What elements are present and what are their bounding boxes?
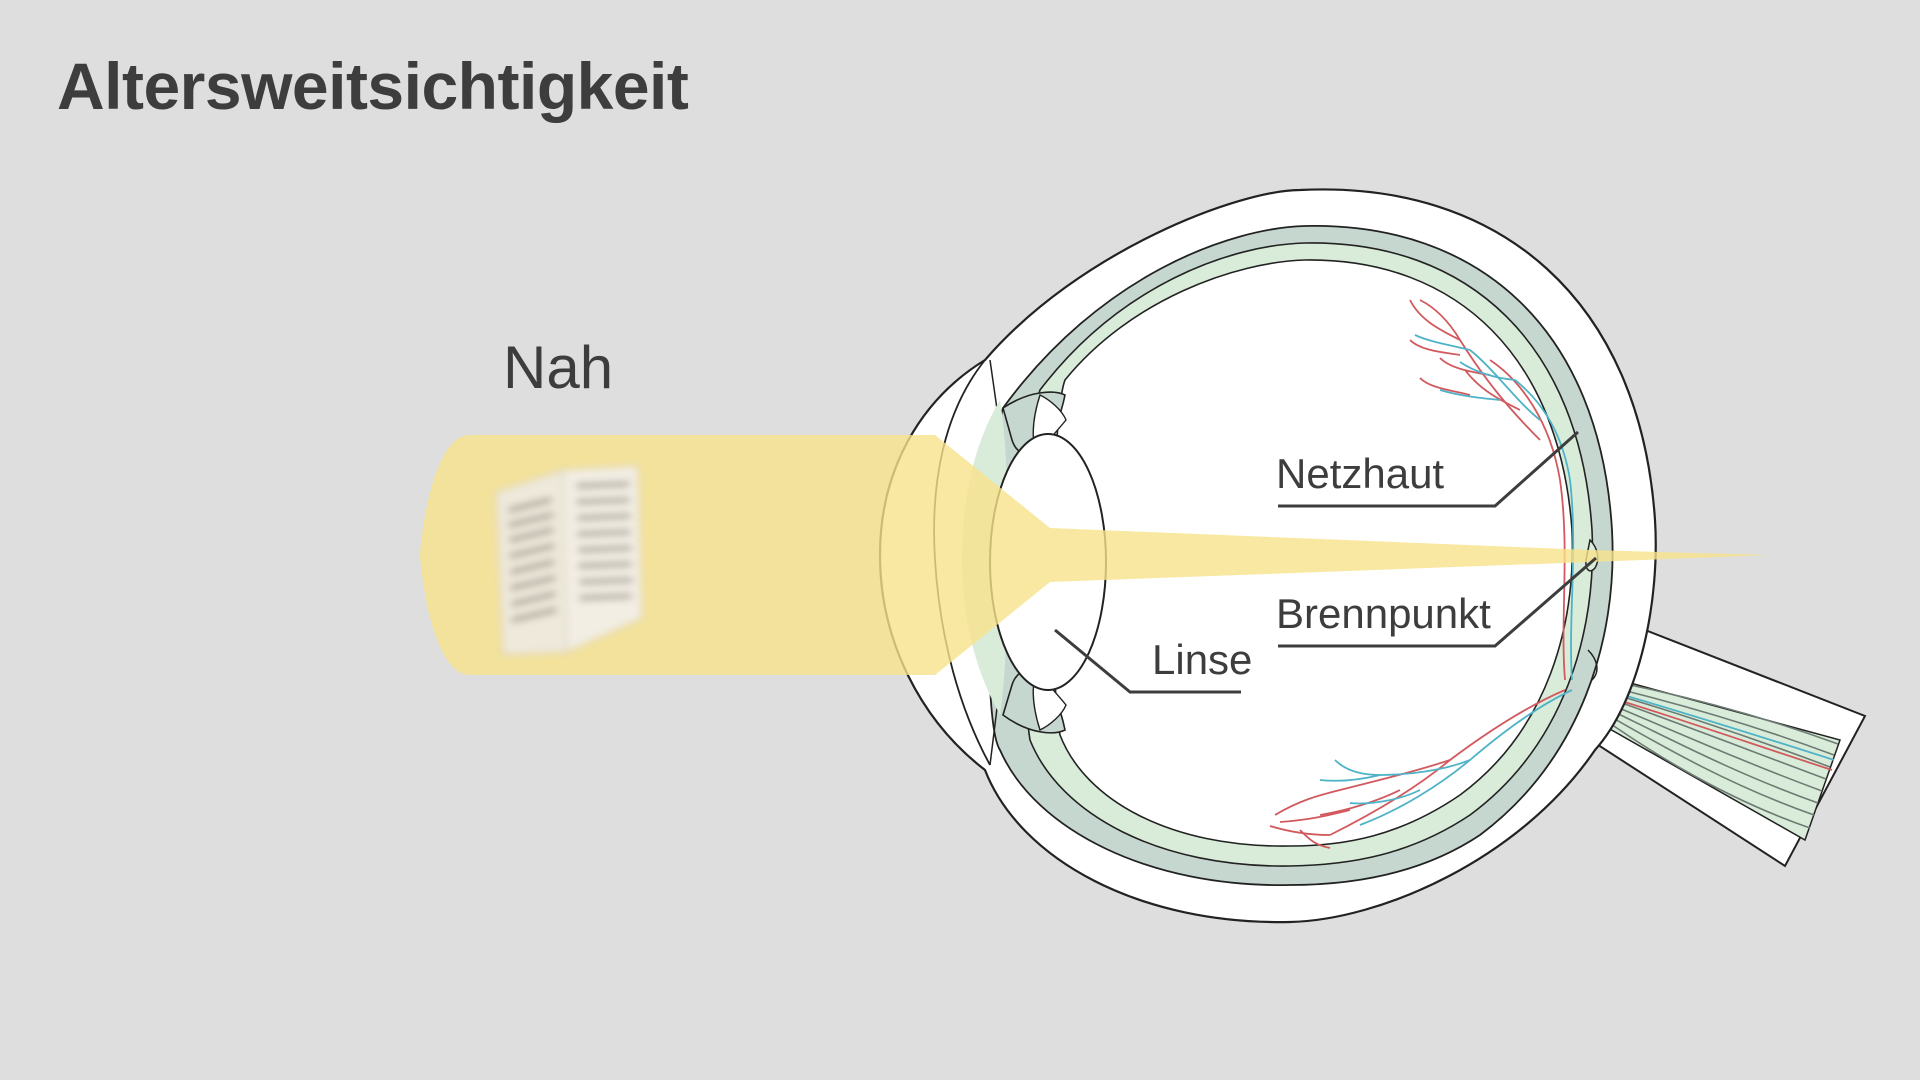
leader-lines bbox=[1054, 430, 1597, 694]
light-beam bbox=[420, 435, 1770, 675]
open-booklet-icon bbox=[495, 465, 643, 656]
lens-leader bbox=[1054, 628, 1241, 694]
retina-label: Netzhaut bbox=[1276, 450, 1444, 497]
focal-point-label: Brennpunkt bbox=[1276, 590, 1491, 637]
focal-point-leader bbox=[1278, 556, 1597, 648]
page-title: Altersweitsichtigkeit bbox=[57, 49, 689, 123]
retinal-vessels bbox=[1269, 299, 1575, 849]
retina-leader bbox=[1278, 430, 1579, 508]
near-label: Nah bbox=[503, 334, 613, 401]
lens-label: Linse bbox=[1152, 636, 1252, 683]
